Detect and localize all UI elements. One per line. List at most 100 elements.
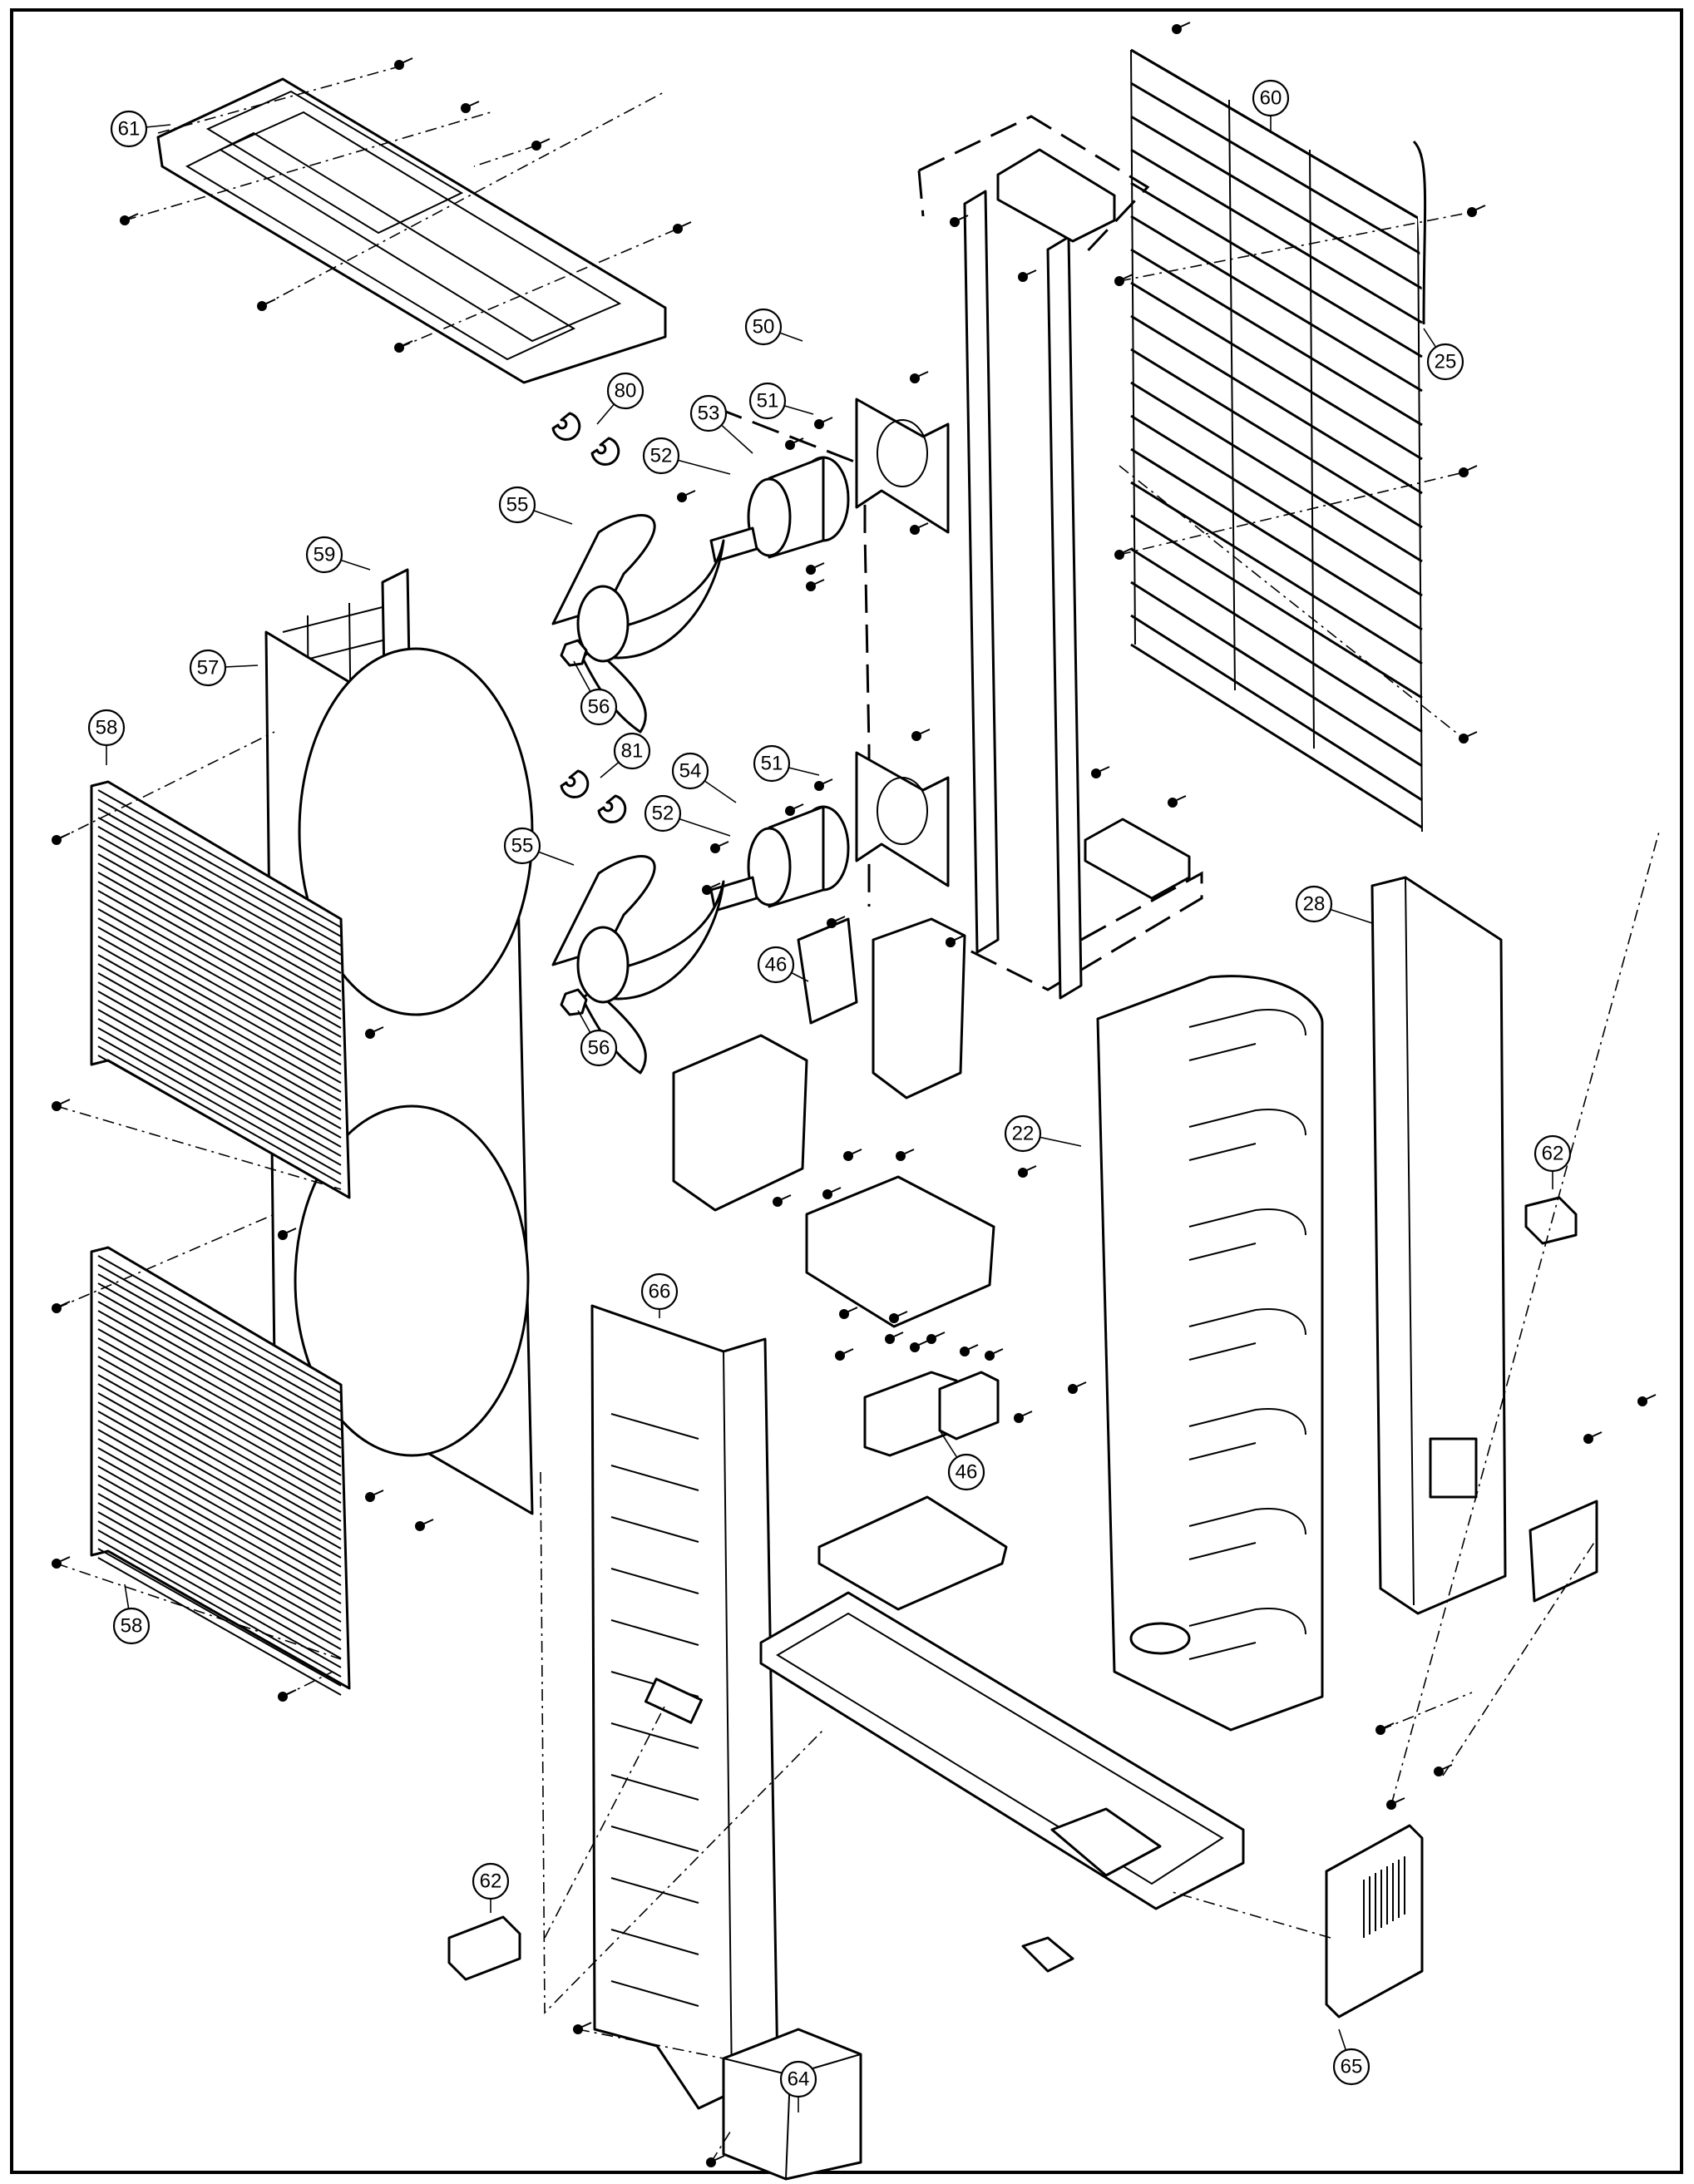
screw-icon: [960, 1344, 979, 1356]
assembly-lines: [56, 66, 1660, 2163]
screw-icon: [257, 299, 276, 311]
part-number: 54: [679, 760, 702, 783]
part-number: 61: [118, 118, 141, 141]
screw-icon: [573, 2022, 592, 2034]
fan-motor-lower: [709, 805, 850, 912]
screw-icon: [985, 1348, 1004, 1361]
fan-nut-lower: [560, 988, 588, 1016]
part-callout: 52: [644, 794, 682, 833]
screw-icon: [835, 1348, 854, 1361]
part-number: 51: [761, 753, 783, 775]
screw-icon: [1459, 465, 1478, 477]
clip-lower-2: [597, 794, 627, 823]
part-number: 66: [649, 1281, 671, 1303]
part-callout: 28: [1295, 885, 1333, 923]
screw-icon: [814, 778, 833, 791]
control-box-upper: [672, 917, 995, 1328]
screw-icon: [365, 1490, 384, 1502]
motor-support-column: [963, 190, 1083, 1000]
motor-support-outline: [714, 115, 1203, 991]
screw-icon: [896, 1149, 915, 1161]
part-callout: 56: [580, 688, 618, 726]
clip-upper-2: [590, 437, 620, 466]
front-air-grille-lower: [90, 1246, 351, 1696]
part-callout: 62: [1533, 1134, 1572, 1173]
front-side-panel: [590, 1304, 779, 2110]
part-number: 28: [1303, 893, 1326, 916]
screw-icon: [52, 1301, 71, 1313]
screw-icon: [1091, 766, 1110, 778]
part-callout: 53: [689, 394, 728, 432]
clip-lower-1: [560, 769, 590, 798]
screw-icon: [278, 1689, 297, 1702]
base-pan: [759, 1591, 1245, 1973]
screw-icon: [1114, 547, 1133, 560]
screw-icon: [1386, 1797, 1405, 1810]
part-number: 53: [698, 403, 720, 425]
part-callout: 80: [606, 372, 645, 410]
part-number: 64: [788, 2068, 810, 2091]
wire: [1412, 140, 1427, 325]
handle-left: [447, 1915, 521, 1981]
part-callout: 58: [87, 709, 126, 747]
fan-nut-upper: [560, 639, 588, 667]
heat-exchanger-panel: [1096, 975, 1324, 1732]
screw-icon: [911, 729, 931, 741]
screw-icon: [1018, 1165, 1037, 1178]
screw-icon: [814, 417, 833, 429]
part-number: 60: [1260, 87, 1282, 110]
screw-icon: [926, 1332, 946, 1344]
support-bottom-bracket: [1084, 818, 1191, 900]
screw-icon: [785, 437, 804, 450]
part-callout: 59: [305, 536, 343, 574]
screw-icon: [1068, 1381, 1087, 1394]
screw-icon: [1434, 1764, 1453, 1776]
screw-icon: [1637, 1394, 1657, 1406]
screw-icon: [806, 562, 825, 575]
callout-layer: 6160255051538052555957565881515452552846…: [87, 79, 1572, 2098]
screw-layer: [52, 22, 1657, 2167]
part-callout: 25: [1426, 343, 1464, 381]
part-callout: 81: [613, 732, 651, 770]
screw-icon: [1168, 795, 1187, 808]
corner-cover: [722, 2028, 862, 2181]
part-callout: 64: [779, 2060, 817, 2098]
screw-icon: [827, 916, 846, 928]
part-number: 56: [588, 1037, 610, 1060]
part-number: 62: [480, 1870, 502, 1893]
screw-icon: [394, 57, 413, 70]
part-number: 51: [757, 390, 779, 413]
screw-icon: [885, 1332, 904, 1344]
part-number: 22: [1012, 1123, 1035, 1145]
screw-icon: [1459, 731, 1478, 744]
screw-icon: [52, 1556, 71, 1569]
screw-icon: [710, 841, 729, 853]
right-side-panel: [1371, 876, 1507, 1615]
screw-icon: [702, 882, 721, 895]
part-callout: 22: [1004, 1114, 1042, 1153]
screw-icon: [52, 833, 71, 845]
screw-icon: [415, 1519, 434, 1531]
screw-icon: [1583, 1431, 1603, 1444]
part-number: 46: [765, 954, 788, 976]
screw-icon: [785, 803, 804, 816]
part-number: 46: [956, 1461, 978, 1484]
screw-icon: [120, 213, 139, 225]
part-callout: 61: [110, 110, 148, 148]
screw-icon: [910, 1340, 929, 1352]
part-number: 81: [621, 740, 644, 763]
screw-icon: [52, 1099, 71, 1111]
part-callout: 55: [498, 486, 536, 524]
propeller-fan-lower: [551, 855, 725, 1075]
part-callout: 56: [580, 1029, 618, 1067]
screw-icon: [773, 1194, 792, 1207]
service-cover: [1529, 1500, 1598, 1603]
part-number: 65: [1341, 2056, 1363, 2078]
part-callout: 66: [640, 1272, 679, 1311]
screw-icon: [1114, 274, 1133, 286]
part-number: 62: [1542, 1143, 1564, 1165]
screw-icon: [1375, 1722, 1395, 1735]
screw-icon: [843, 1149, 862, 1161]
screw-icon: [950, 215, 969, 227]
